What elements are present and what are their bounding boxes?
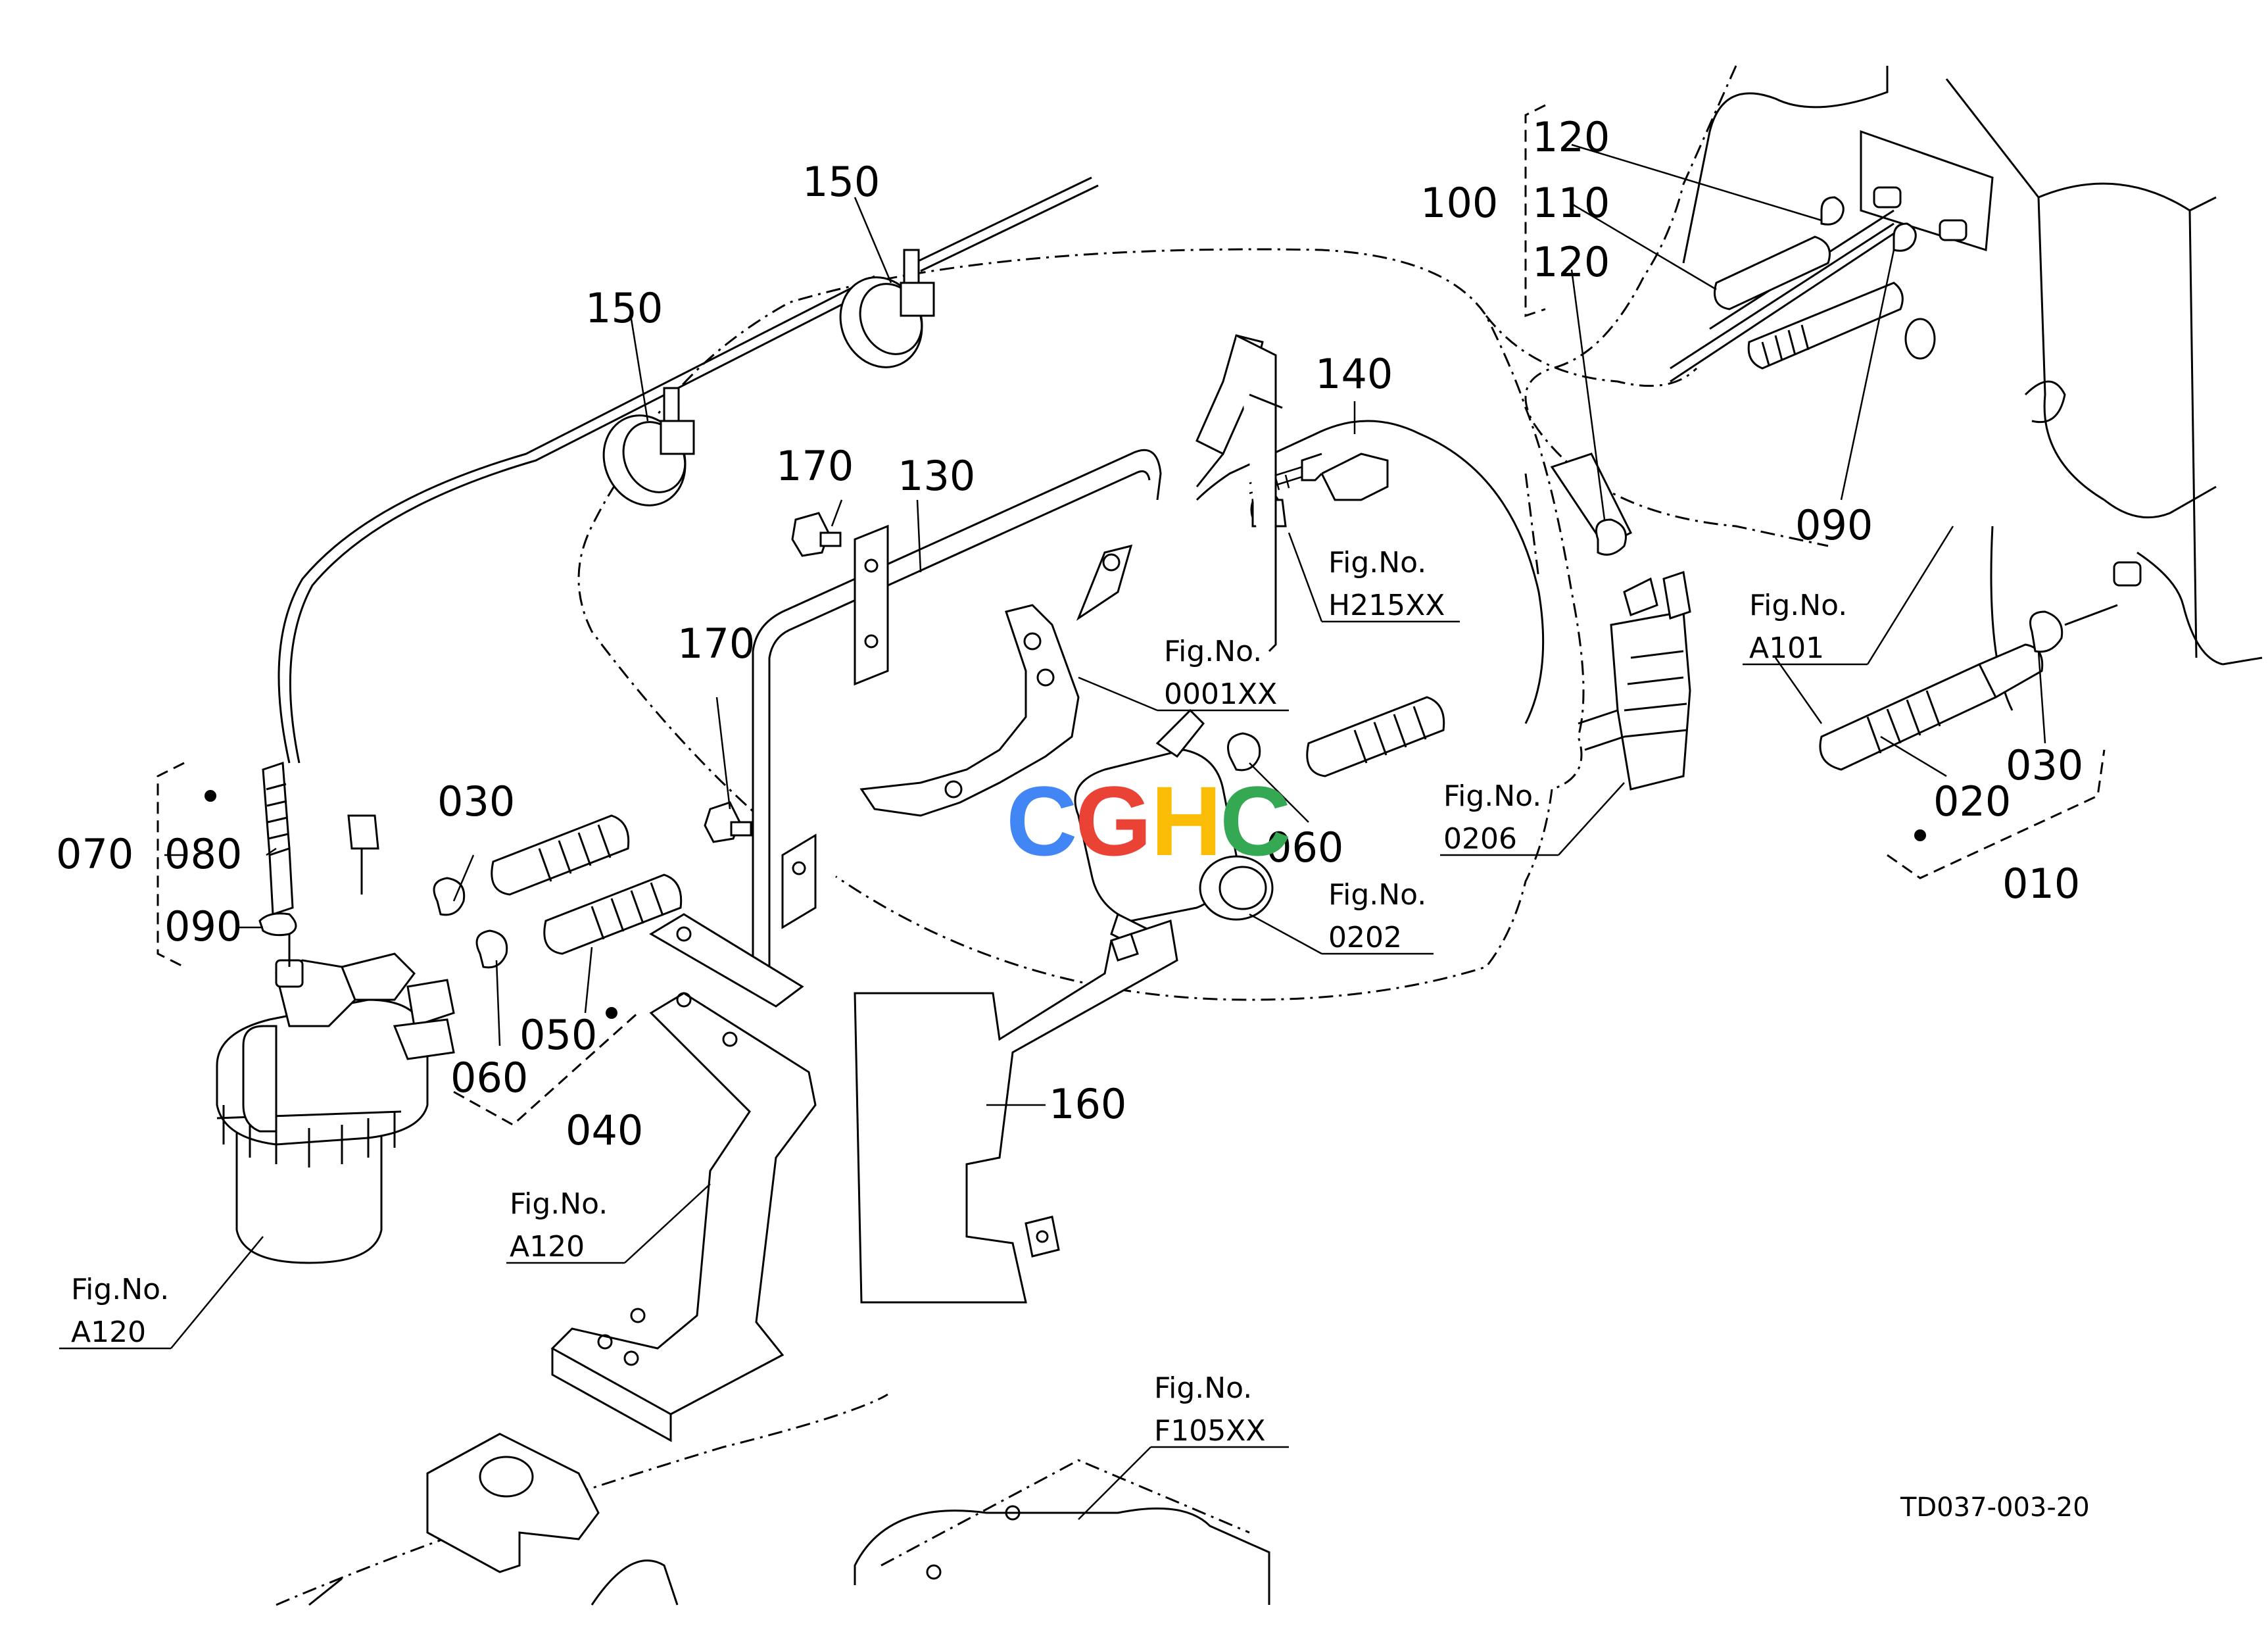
callout-010: 010 xyxy=(2002,860,2080,908)
callout-150: 150 xyxy=(802,158,880,206)
group-bracket-100 xyxy=(1524,104,1546,318)
bracket-rod-130 xyxy=(649,449,1162,1008)
watermark-letter: C xyxy=(1006,766,1077,876)
figref-label: Fig.No. xyxy=(510,1187,608,1221)
part-callouts: 150 150 170 130 140 170 100 120 110 120 … xyxy=(56,113,2083,1154)
fuel-pump xyxy=(1074,708,1274,956)
group-bracket-070 xyxy=(157,762,185,968)
callout-060: 060 xyxy=(1266,823,1343,872)
routing-lower-line xyxy=(577,479,1553,1001)
callout-120: 120 xyxy=(1532,113,1610,161)
engine-block-outline xyxy=(1524,65,2263,711)
figref-code: A101 xyxy=(1749,631,1824,665)
figref-code: 0001XX xyxy=(1164,677,1277,711)
group-dot-010 xyxy=(1914,829,1926,841)
figref-label: Fig.No. xyxy=(1154,1371,1252,1405)
support-bracket-left xyxy=(550,992,817,1442)
figref-code: 0202 xyxy=(1328,921,1402,954)
figref-label: Fig.No. xyxy=(1749,589,1847,622)
callout-070: 070 xyxy=(56,830,133,878)
hose-clamp-150-left xyxy=(602,387,695,506)
callout-170: 170 xyxy=(776,442,854,490)
callout-050: 050 xyxy=(519,1011,597,1059)
callout-100: 100 xyxy=(1420,179,1498,227)
callout-160: 160 xyxy=(1049,1080,1126,1128)
figref-label: Fig.No. xyxy=(71,1273,169,1306)
routing-boundary-line xyxy=(617,248,1585,791)
upper-right-drop xyxy=(1524,473,1540,579)
watermark-logo: C G H C xyxy=(1006,766,1291,876)
drawing-code: TD037-003-20 xyxy=(1900,1492,2090,1523)
figref-code: H215XX xyxy=(1328,589,1445,622)
watermark-letter: C xyxy=(1220,766,1291,876)
group-bracket-040 xyxy=(453,1012,639,1126)
plate-with-bolt-170-lower xyxy=(704,801,817,929)
fuel-hose-020 xyxy=(1819,604,2118,771)
hose-clamp-150-right xyxy=(839,249,935,368)
return-hose-line xyxy=(277,176,1894,764)
callout-120: 120 xyxy=(1532,238,1610,286)
callout-090: 090 xyxy=(164,902,242,950)
callout-130: 130 xyxy=(898,452,975,500)
figref-leaders xyxy=(59,526,1954,1520)
figref-label: Fig.No. xyxy=(1328,546,1426,579)
watermark-letter: G xyxy=(1075,766,1152,876)
injector-nozzle xyxy=(1578,571,1691,791)
callout-150: 150 xyxy=(585,284,663,332)
callout-140: 140 xyxy=(1315,350,1393,398)
pump-bracket xyxy=(859,604,1080,817)
group-bracket-010 xyxy=(1887,749,2106,879)
figref-code: 0206 xyxy=(1443,822,1517,856)
fuel-hose-070 xyxy=(258,761,379,937)
fuel-filter-assembly xyxy=(216,934,455,1264)
figref-code: F105XX xyxy=(1154,1414,1266,1448)
lower-frame xyxy=(276,1393,1270,1606)
callout-030: 030 xyxy=(437,777,515,825)
figure-references: Fig.No. H215XX Fig.No. 0001XX Fig.No. 02… xyxy=(71,546,1847,1448)
figref-code: A120 xyxy=(71,1315,146,1349)
callout-040: 040 xyxy=(566,1106,643,1154)
figref-label: Fig.No. xyxy=(1443,779,1541,813)
callout-080: 080 xyxy=(164,830,242,878)
group-dot-040 xyxy=(606,1007,617,1019)
upper-right-routing xyxy=(1485,315,1698,387)
plate-with-bolt-170-upper xyxy=(791,512,889,686)
leader-lines xyxy=(164,143,2046,1106)
figref-label: Fig.No. xyxy=(1328,878,1426,912)
callout-030: 030 xyxy=(2006,741,2083,789)
fuel-hose-040 xyxy=(433,814,683,969)
shield-plate-160 xyxy=(854,920,1178,1304)
throttle-lever xyxy=(1195,334,1283,652)
callout-090: 090 xyxy=(1795,501,1873,549)
fuel-hose-middle xyxy=(1227,696,1445,777)
watermark-letter: H xyxy=(1151,766,1222,876)
figref-code: A120 xyxy=(510,1230,585,1264)
callout-170: 170 xyxy=(677,620,755,668)
callout-060: 060 xyxy=(450,1054,528,1102)
callout-110: 110 xyxy=(1532,179,1610,227)
callout-020: 020 xyxy=(1933,777,2011,825)
group-dot-070 xyxy=(205,790,216,802)
leak-off-hose-110 xyxy=(1550,196,1917,556)
figref-label: Fig.No. xyxy=(1164,635,1262,668)
